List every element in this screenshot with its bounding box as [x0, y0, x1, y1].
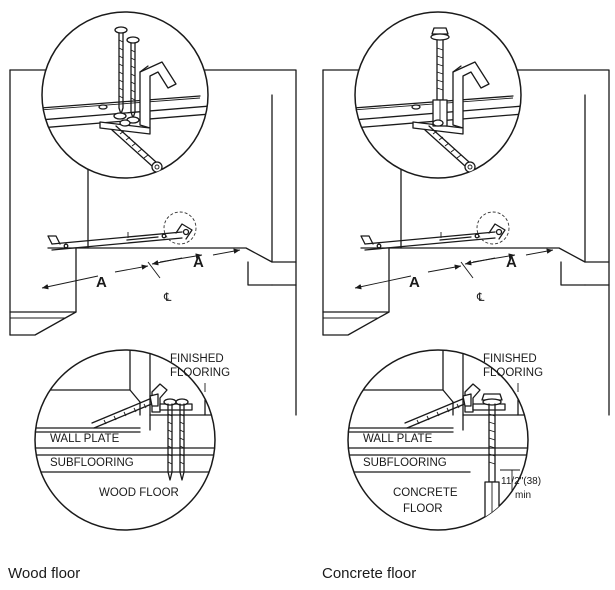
- room-outline-2: [322, 69, 610, 416]
- wood-floor-panel: A A ℄: [9, 11, 297, 531]
- anti-tip-rail: [47, 223, 193, 251]
- floor-label: FLOOR: [403, 503, 443, 515]
- centerline-symbol: ℄: [163, 292, 172, 304]
- subflooring-label: SUBFLOORING: [50, 457, 134, 469]
- finished-flooring-label-b: FINISHED: [483, 353, 537, 365]
- dimension-arrows: [41, 232, 241, 290]
- dimension-a-right-2: A: [506, 254, 517, 271]
- wood-floor-label: WOOD FLOOR: [99, 487, 179, 499]
- centerline-symbol-2: ℄: [476, 292, 485, 304]
- vertical-screws: [114, 26, 140, 119]
- bracket-detail-magnifier: [41, 11, 209, 179]
- finished-flooring-label: FINISHED: [170, 353, 224, 365]
- concrete-floor-caption: Concrete floor: [322, 565, 417, 582]
- concrete-label: CONCRETE: [393, 487, 458, 499]
- anchor-depth-value: 11/2"(38): [501, 476, 541, 487]
- wood-floor-caption: Wood floor: [8, 565, 81, 582]
- subflooring-label-2: SUBFLOORING: [363, 457, 447, 469]
- bracket-detail-magnifier-2: [354, 11, 522, 179]
- anti-tip-rail-2: [360, 223, 506, 251]
- dimension-arrows-2: [354, 232, 554, 290]
- diagonal-screw: [111, 119, 163, 173]
- bracket-detail-marker: [163, 211, 197, 245]
- wall-plate-label-2: WALL PLATE: [363, 433, 433, 445]
- diagonal-screw-2: [424, 119, 476, 173]
- dimension-a-left: A: [96, 274, 107, 291]
- floor-section-magnifier: [34, 349, 216, 531]
- wall-plate-label: WALL PLATE: [50, 433, 120, 445]
- concrete-floor-panel: A A ℄: [322, 11, 610, 531]
- finished-flooring-label-2: FLOORING: [170, 367, 230, 379]
- bracket-detail-marker-2: [476, 211, 510, 245]
- dimension-a-left-2: A: [409, 274, 420, 291]
- finished-flooring-label-b2: FLOORING: [483, 367, 543, 379]
- dimension-a-right: A: [193, 254, 204, 271]
- anchor-bolt: [430, 27, 450, 127]
- anchor-depth-min: min: [515, 490, 531, 501]
